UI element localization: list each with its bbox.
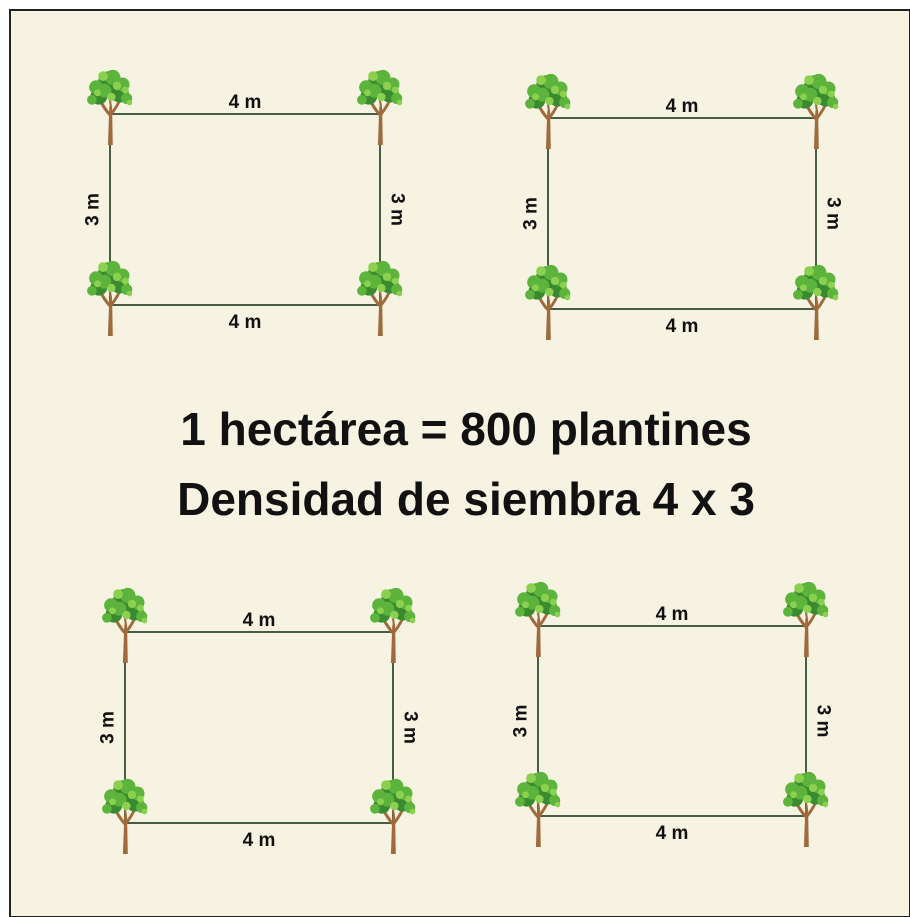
top-length-label: 4 m: [656, 604, 689, 625]
plot-1: 4 m 4 m 3 m 3 m: [83, 69, 408, 336]
background-panel: [9, 9, 910, 917]
plot-2: 4 m 4 m 3 m 3 m: [521, 73, 844, 340]
top-length-label: 4 m: [666, 96, 699, 117]
right-width-label: 3 m: [813, 705, 834, 738]
left-width-label: 3 m: [98, 711, 119, 744]
bottom-length-label: 4 m: [656, 823, 689, 844]
plot-4: 4 m 4 m 3 m 3 m: [511, 581, 834, 847]
plot-boundary: [124, 631, 394, 824]
title-line-1: 1 hectárea = 800 plantines: [180, 403, 751, 455]
bottom-length-label: 4 m: [243, 830, 276, 851]
left-width-label: 3 m: [83, 193, 104, 226]
left-width-label: 3 m: [521, 197, 542, 230]
plot-boundary: [109, 113, 381, 306]
bottom-length-label: 4 m: [229, 312, 262, 333]
title-line-2: Densidad de siembra 4 x 3: [177, 473, 755, 525]
bottom-length-label: 4 m: [666, 316, 699, 337]
right-width-label: 3 m: [400, 711, 421, 744]
right-width-label: 3 m: [387, 193, 408, 226]
top-length-label: 4 m: [229, 92, 262, 113]
top-length-label: 4 m: [243, 610, 276, 631]
right-width-label: 3 m: [823, 197, 844, 230]
plot-3: 4 m 4 m 3 m 3 m: [98, 587, 421, 854]
plot-boundary: [537, 625, 807, 817]
plot-boundary: [547, 117, 817, 310]
left-width-label: 3 m: [511, 705, 532, 738]
